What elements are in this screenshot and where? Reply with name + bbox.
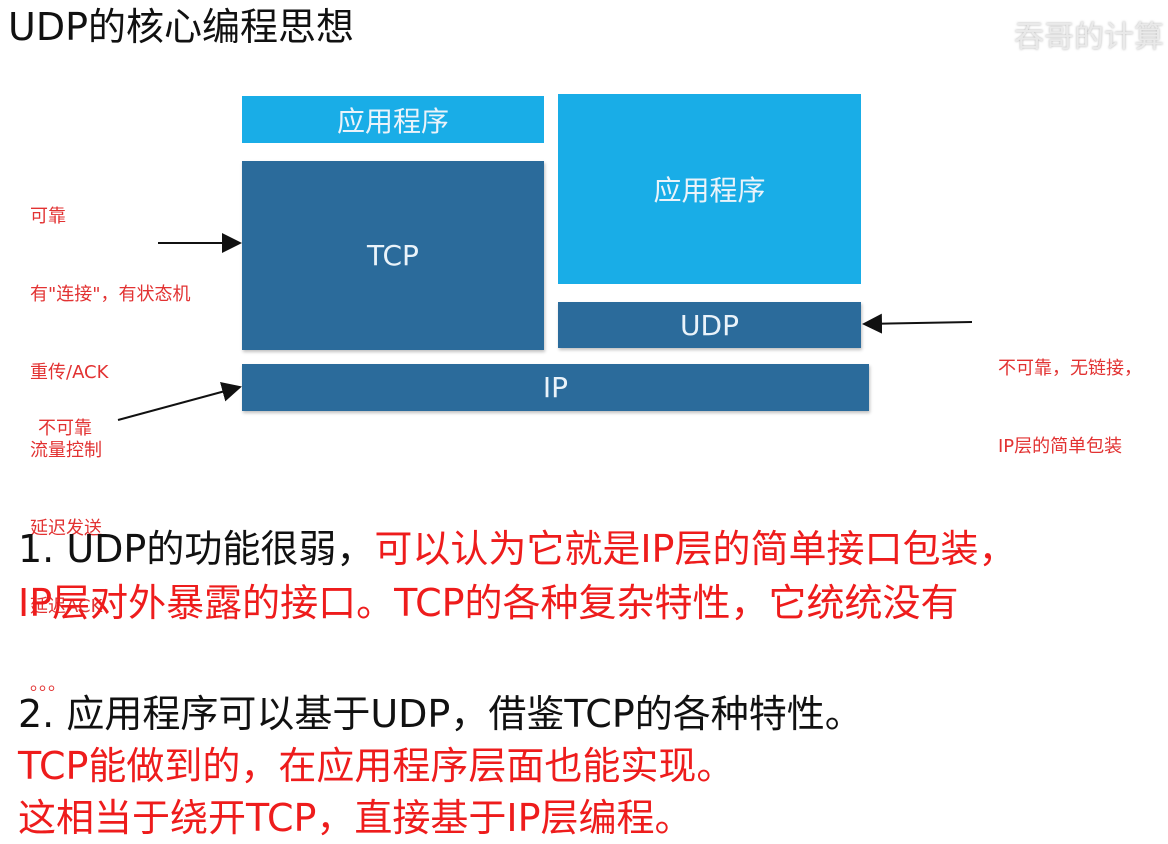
- statement-1-black-text: 1. UDP的功能很弱，: [18, 527, 375, 571]
- statement-2-line-2: TCP能做到的，在应用程序层面也能实现。: [18, 744, 735, 788]
- page-title: UDP的核心编程思想: [8, 5, 354, 49]
- statement-2-line-3: 这相当于绕开TCP，直接基于IP层编程。: [18, 796, 693, 840]
- tcp-note-line: 延迟ACK: [30, 596, 103, 617]
- ip-note: 不可靠: [38, 418, 92, 439]
- application-box-right: 应用程序: [558, 94, 861, 284]
- tcp-note-line: 重传/ACK: [30, 362, 109, 383]
- tcp-note-line: 有"连接"，有状态机: [30, 284, 191, 305]
- tcp-label: TCP: [367, 239, 419, 272]
- udp-note-line: 不可靠，无链接，: [998, 358, 1142, 379]
- arrow-to-ip: [117, 382, 242, 421]
- ip-label: IP: [542, 371, 569, 404]
- udp-label: UDP: [680, 308, 739, 342]
- watermark: 吞哥的计算: [1014, 20, 1164, 55]
- statement-2-line-1: 2. 应用程序可以基于UDP，借鉴TCP的各种特性。: [18, 692, 863, 736]
- application-box-left: 应用程序: [242, 96, 544, 143]
- statement-1-red-text: 可以认为它就是IP层的简单接口包装，: [374, 527, 1017, 571]
- application-label-right: 应用程序: [653, 174, 766, 207]
- tcp-box: TCP: [242, 161, 544, 350]
- arrow-to-udp: [862, 313, 973, 334]
- udp-note-line: IP层的简单包装: [998, 436, 1123, 457]
- udp-note: 不可靠，无链接， IP层的简单包装: [998, 304, 1142, 486]
- statement-1-line-2: IP层对外暴露的接口。TCP的各种复杂特性，它统统没有: [18, 581, 959, 625]
- tcp-note: 可靠 有"连接"，有状态机 重传/ACK 流量控制 延迟发送 延迟ACK 。。。: [30, 152, 191, 724]
- tcp-note-line: 。。。: [30, 674, 66, 695]
- tcp-note-line: 流量控制: [30, 440, 102, 461]
- statement-1-line-1: 1. UDP的功能很弱，可以认为它就是IP层的简单接口包装，: [18, 523, 1016, 575]
- application-label-left: 应用程序: [336, 104, 449, 138]
- udp-box: UDP: [558, 302, 861, 348]
- tcp-note-line: 延迟发送: [30, 518, 102, 539]
- tcp-note-line: 可靠: [30, 206, 66, 227]
- ip-box: IP: [242, 364, 869, 411]
